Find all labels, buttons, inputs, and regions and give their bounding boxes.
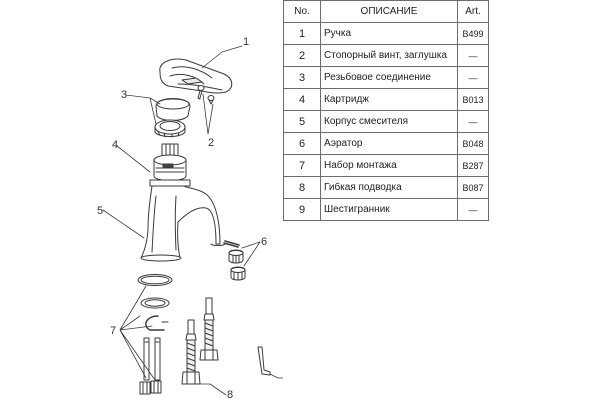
row-article: B287 (457, 154, 489, 177)
table-row: 5 Корпус смесителя — (283, 110, 489, 133)
callout-1: 1 (243, 36, 249, 48)
row-number: 6 (283, 132, 321, 155)
row-description: Корпус смесителя (320, 110, 458, 133)
part-set-screw-cap (197, 85, 215, 105)
row-number: 7 (283, 154, 321, 177)
callout-7: 7 (110, 325, 116, 337)
row-article: B087 (457, 176, 489, 199)
callout-6: 6 (261, 236, 267, 248)
callout-4: 4 (112, 139, 118, 151)
row-number: 1 (283, 22, 321, 45)
exploded-view-drawing: 1 3 2 4 5 6 7 8 9 (97, 36, 283, 400)
row-article: — (457, 44, 489, 67)
part-flexible-hoses (181, 297, 219, 385)
leader-lines (102, 45, 283, 396)
part-mixer-body (140, 185, 226, 262)
table-row: 2 Стопорный винт, заглушка — (283, 44, 489, 67)
row-description: Шестигранник (320, 198, 458, 221)
row-number: 8 (283, 176, 321, 199)
row-article: — (457, 198, 489, 221)
row-article: B499 (457, 22, 489, 45)
part-mounting-kit (137, 274, 173, 395)
row-number: 5 (283, 110, 321, 133)
callout-8: 8 (227, 389, 233, 400)
row-description: Гибкая подводка (320, 176, 458, 199)
row-description: Аэратор (320, 132, 458, 155)
row-description: Картридж (320, 88, 458, 111)
table-row: 3 Резьбовое соединение — (283, 66, 489, 89)
table-row: 7 Набор монтажа B287 (283, 154, 489, 177)
row-article: — (457, 66, 489, 89)
table-row: 9 Шестигранник — (283, 198, 489, 221)
table-row: 1 Ручка B499 (283, 22, 489, 45)
row-number: 2 (283, 44, 321, 67)
row-description: Ручка (320, 22, 458, 45)
row-description: Резьбовое соединение (320, 66, 458, 89)
part-threaded-connection (154, 98, 191, 138)
row-number: 3 (283, 66, 321, 89)
table-row: 8 Гибкая подводка B087 (283, 176, 489, 199)
table-row: 4 Картридж B013 (283, 88, 489, 111)
row-description: Набор монтажа (320, 154, 458, 177)
row-article: B013 (457, 88, 489, 111)
part-hex-key (257, 346, 271, 376)
row-number: 4 (283, 88, 321, 111)
callout-3: 3 (121, 89, 127, 101)
part-handle (159, 58, 233, 94)
header-article: Art. (457, 0, 489, 23)
row-article: B048 (457, 132, 489, 155)
parts-table: No. ОПИСАНИЕ Art. 1 Ручка B499 2 Стопорн… (283, 0, 489, 221)
row-number: 9 (283, 198, 321, 221)
row-article: — (457, 110, 489, 133)
header-number: No. (283, 0, 321, 23)
callout-5: 5 (97, 205, 103, 217)
table-row: 6 Аэратор B048 (283, 132, 489, 155)
part-cartridge (149, 143, 191, 187)
parts-table-header-row: No. ОПИСАНИЕ Art. (283, 0, 489, 23)
row-description: Стопорный винт, заглушка (320, 44, 458, 67)
header-description: ОПИСАНИЕ (320, 0, 458, 23)
part-aerator (223, 240, 246, 281)
callout-2: 2 (208, 137, 214, 149)
